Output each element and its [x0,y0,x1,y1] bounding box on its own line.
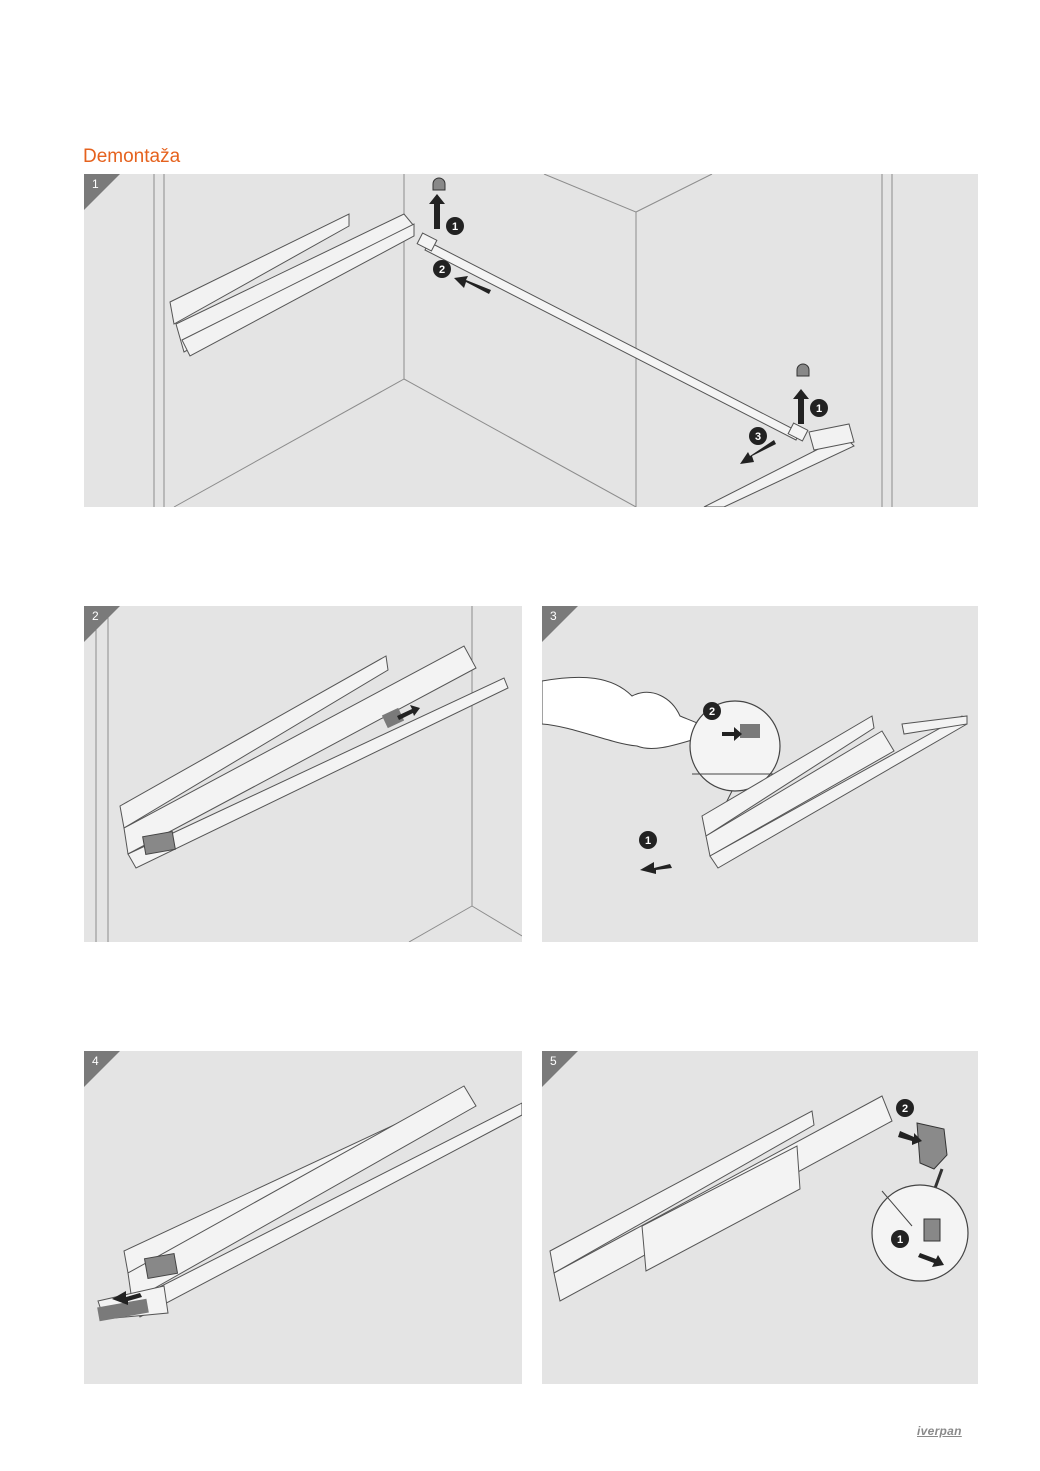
callout-number: 2 [709,706,715,718]
step-panel-1: 1 2 1 3 1 [84,174,978,507]
removal-illustration-1: 1 2 1 3 [153,174,893,507]
removal-illustration-3: 2 1 [542,676,968,874]
callout-number: 1 [816,403,822,415]
callout-number: 3 [755,431,761,443]
callout-number: 1 [645,835,651,847]
step-number: 3 [550,609,557,623]
callout-number: 1 [897,1234,903,1246]
step-panel-4: 4 [84,1051,522,1384]
removal-illustration-4 [97,1085,522,1322]
step-panel-5: 2 1 5 [542,1051,978,1384]
callout-number: 2 [439,264,445,276]
callout-number: 1 [452,221,458,233]
step-number: 2 [92,609,99,623]
removal-illustration-5: 2 1 [549,1095,969,1302]
brand-logo: iverpan [917,1424,962,1438]
callout-number: 2 [902,1103,908,1115]
step-number: 5 [550,1054,557,1068]
step-panel-2: 2 [84,606,522,942]
removal-illustration-2 [95,606,522,942]
section-title: Demontaža [83,146,181,167]
step-number: 1 [92,177,99,191]
step-number: 4 [92,1054,99,1068]
step-panel-3: 2 1 3 [542,606,978,942]
